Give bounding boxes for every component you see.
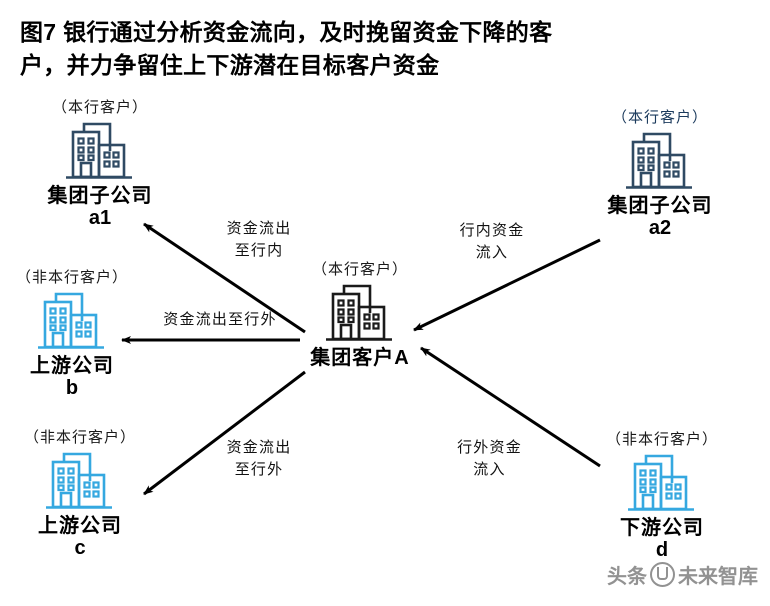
edge-label-a2-to-center: 行内资金 流入 xyxy=(437,221,547,265)
edge-label-center-to-b: 资金流出至行外 xyxy=(140,310,300,332)
edge-label-d-to-center: 行外资金 流入 xyxy=(432,438,547,482)
edge-label-center-to-a1-line2: 至行内 xyxy=(234,242,284,259)
figure-title: 图7 银行通过分析资金流向，及时挽留资金下降的客 户，并力争留住上下游潜在目标客… xyxy=(20,16,720,81)
node-d-sub: d xyxy=(655,538,669,561)
node-a1-name: 集团子公司 xyxy=(47,184,153,207)
node-c-sub: c xyxy=(74,536,86,559)
node-b-tag: （非本行客户） xyxy=(15,270,128,286)
node-center[interactable]: （本行客户） 集团客户A xyxy=(270,262,450,369)
edge-label-center-to-a1: 资金流出 至行内 xyxy=(204,219,314,263)
node-a2-sub: a2 xyxy=(648,216,672,239)
edge-label-center-to-b-line1: 资金流出至行外 xyxy=(163,312,277,328)
node-a1-tag: （本行客户） xyxy=(51,100,148,116)
node-a2-tag: （本行客户） xyxy=(611,110,708,126)
edge-label-a2-to-center-line2: 流入 xyxy=(475,244,509,261)
node-a1-sub: a1 xyxy=(88,206,112,229)
office-building-icon xyxy=(326,284,392,341)
node-c-name: 上游公司 xyxy=(38,514,122,537)
office-building-icon xyxy=(628,454,694,511)
node-c[interactable]: （非本行客户） 上游公司 c xyxy=(0,430,170,560)
node-b[interactable]: （非本行客户） 上游公司 b xyxy=(0,270,162,400)
watermark-right-text: 未来智库 xyxy=(678,566,758,588)
edge-label-center-to-a1-line1: 资金流出 xyxy=(226,221,292,237)
node-a1[interactable]: （本行客户） 集团子公司 a1 xyxy=(10,100,190,230)
node-b-name: 上游公司 xyxy=(30,354,114,377)
figure-title-line-1: 图7 银行通过分析资金流向，及时挽留资金下降的客 xyxy=(20,19,553,45)
node-center-tag: （本行客户） xyxy=(311,262,408,278)
node-a2-name: 集团子公司 xyxy=(607,194,713,217)
watermark-left-text: 头条 xyxy=(607,566,647,588)
office-building-icon xyxy=(38,292,104,349)
node-d[interactable]: （非本行客户） 下游公司 d xyxy=(572,432,752,562)
edge-label-center-to-c-line1: 资金流出 xyxy=(226,440,292,456)
edge-label-center-to-c-line2: 至行外 xyxy=(234,461,284,478)
edge-label-center-to-c: 资金流出 至行外 xyxy=(204,438,314,482)
office-building-icon xyxy=(66,122,132,179)
figure-title-line-2: 户，并力争留住上下游潜在目标客户资金 xyxy=(20,51,440,78)
node-center-name: 集团客户A xyxy=(310,346,410,369)
office-building-icon xyxy=(46,452,112,509)
node-a2[interactable]: （本行客户） 集团子公司 a2 xyxy=(570,110,750,240)
watermark: 头条 未来智库 xyxy=(607,560,758,589)
office-building-icon xyxy=(626,132,692,189)
node-b-sub: b xyxy=(65,376,79,399)
node-c-tag: （非本行客户） xyxy=(23,430,136,446)
edge-label-d-to-center-line2: 流入 xyxy=(473,461,506,478)
node-d-tag: （非本行客户） xyxy=(605,432,718,448)
node-d-name: 下游公司 xyxy=(620,516,704,539)
edge-label-d-to-center-line1: 行外资金 xyxy=(457,440,522,456)
circle-at-logo-icon xyxy=(650,562,675,587)
edge-label-a2-to-center-line1: 行内资金 xyxy=(459,223,525,239)
